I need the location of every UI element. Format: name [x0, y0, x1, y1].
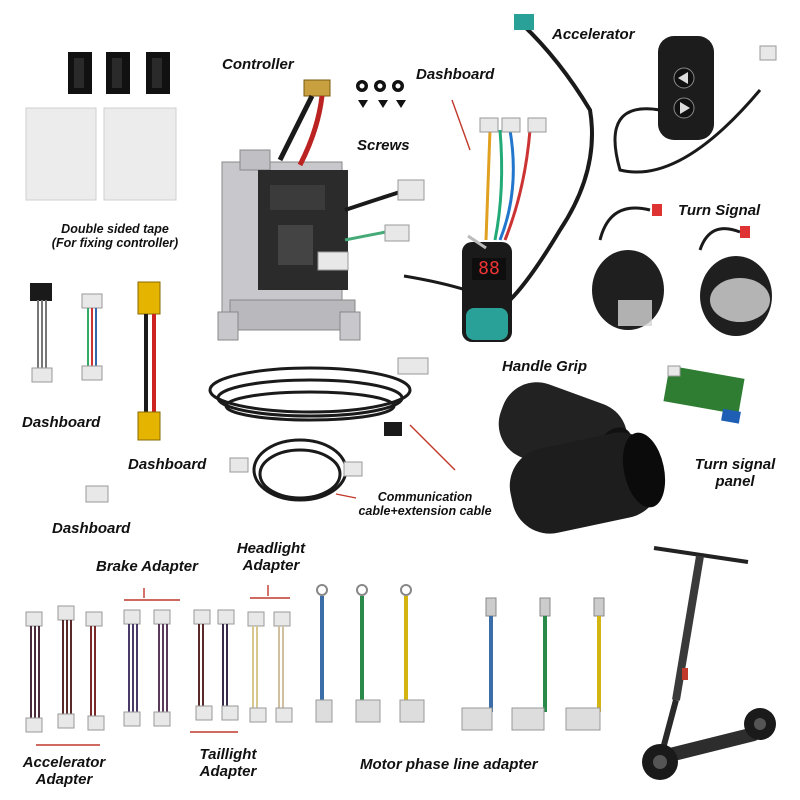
communication-cable-label: Communication cable+extension cable: [350, 490, 500, 518]
turn-signal-panel: [663, 365, 745, 424]
accelerator-adapter-line2: Adapter: [35, 771, 93, 788]
turn-signal-panel-line2: panel: [715, 473, 755, 490]
tape-label-line1: Double sided tape: [61, 222, 169, 236]
comm-label-line1: Communication: [377, 490, 473, 504]
handle-grip-label: Handle Grip: [502, 358, 588, 375]
accelerator-adapter-label: Accelerator Adapter: [16, 754, 112, 788]
taillight-label-line2: Adapter: [199, 763, 257, 780]
annotation-arrows: [36, 99, 471, 746]
turn-signal-panel-line1: Turn signal: [694, 456, 776, 473]
brake-adapter-label: Brake Adapter: [96, 558, 198, 575]
screws-label: Screws: [357, 137, 410, 154]
motor-phase-label: Motor phase line adapter: [360, 756, 538, 773]
accelerator-label: Accelerator: [552, 26, 635, 43]
dashboard-small-connector: [85, 485, 109, 503]
screws: [356, 80, 406, 108]
dashboard-top-label: Dashboard: [416, 66, 495, 83]
accelerator-adapter-line1: Accelerator: [22, 754, 106, 771]
taillight-adapters: [193, 609, 239, 721]
accelerator-adapters: [25, 605, 105, 733]
headlight-adapter-label: Headlight Adapter: [224, 540, 318, 574]
tape-white-pads: [25, 107, 177, 201]
turn-signal-panel-label: Turn signal panel: [680, 456, 790, 490]
headlight-label-line2: Adapter: [242, 557, 300, 574]
turn-signal-label: Turn Signal: [678, 202, 761, 219]
headlight-adapters: [247, 611, 293, 723]
tape-label: Double sided tape (For fixing controller…: [30, 222, 200, 250]
taillight-label-line1: Taillight: [199, 746, 257, 763]
communication-cable: [208, 357, 429, 502]
controller-unit: [217, 79, 425, 341]
turn-signal-left: [592, 204, 664, 330]
accelerator-cable: [508, 14, 594, 302]
dashboard-mid-label: Dashboard: [128, 456, 207, 473]
handle-grips: [498, 382, 666, 534]
dashboard-display-digits: 88: [478, 258, 500, 279]
dashboard-adapter-cables: [30, 283, 103, 383]
turn-signal-right: [698, 226, 772, 336]
accelerator-unit: [613, 36, 777, 174]
xt60-extension: [137, 281, 161, 441]
controller-label: Controller: [222, 56, 294, 73]
taillight-adapter-label: Taillight Adapter: [180, 746, 276, 780]
comm-label-line2: cable+extension cable: [358, 504, 492, 518]
tape-black-pieces: [68, 52, 170, 94]
headlight-label-line1: Headlight: [236, 540, 306, 557]
dashboard-small-label: Dashboard: [52, 520, 131, 537]
electric-scooter: [642, 546, 776, 780]
dashboard-display-unit: [403, 117, 547, 342]
tape-label-line2: (For fixing controller): [51, 236, 179, 250]
dashboard-left-label: Dashboard: [22, 414, 101, 431]
brake-adapters: [123, 609, 171, 727]
motor-phase-adapters: [315, 584, 605, 731]
